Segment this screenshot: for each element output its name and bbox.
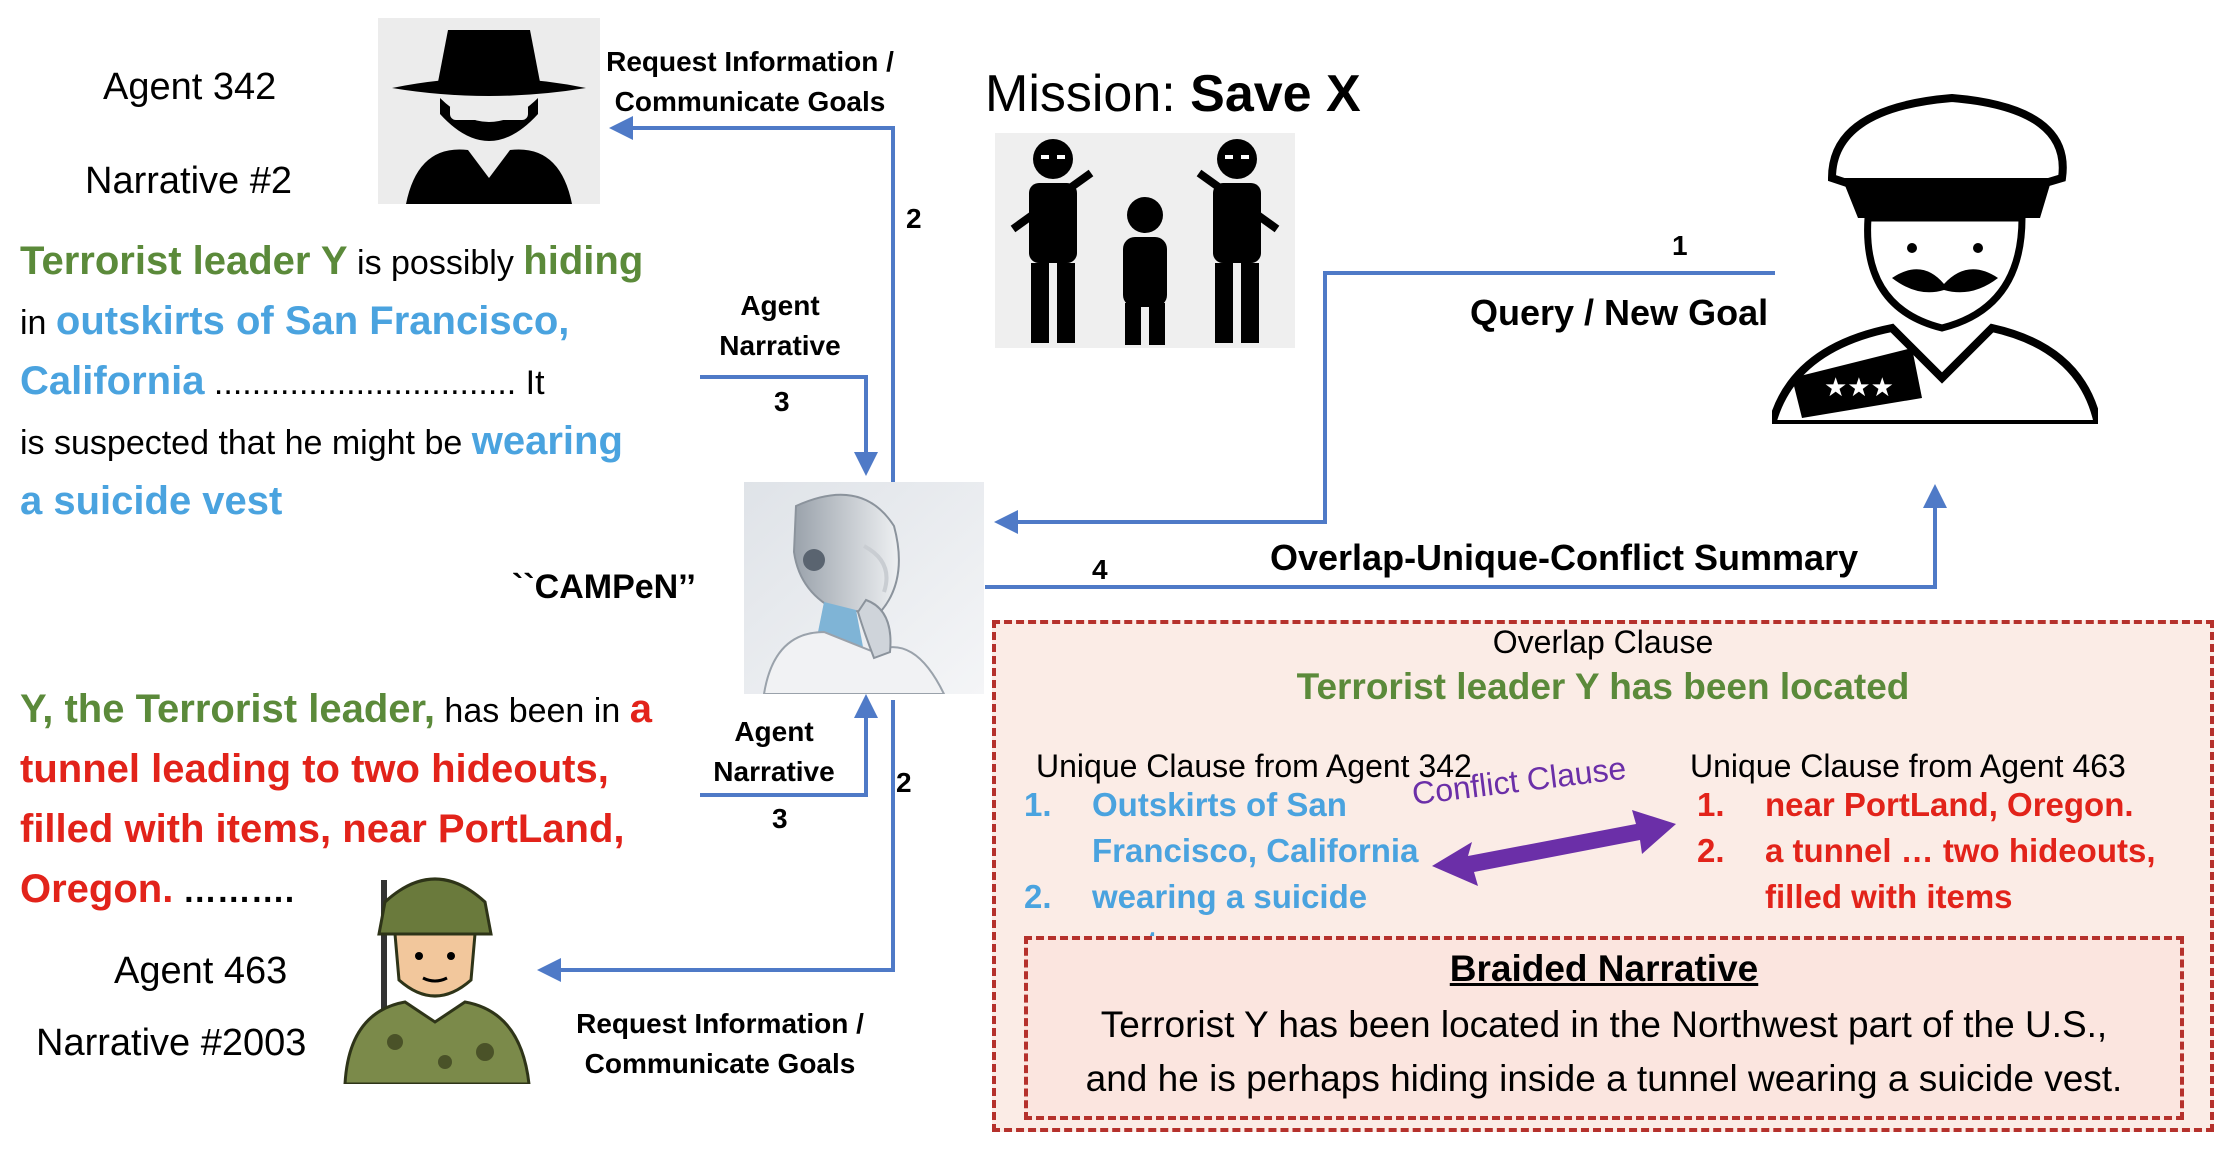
narr1-entity: Terrorist leader Y — [20, 239, 348, 283]
request-info-top-label: Request Information /Communicate Goals — [606, 46, 894, 117]
query-new-goal-label: Query / New Goal — [1470, 292, 1769, 333]
unique-342-heading: Unique Clause from Agent 342 — [1036, 748, 1472, 784]
step-4: 4 — [1092, 554, 1108, 585]
overlap-heading: Overlap Clause — [1492, 624, 1714, 660]
list-item: 2.wearing a suicide vest — [1024, 878, 1368, 961]
campen-label: ``CAMPeN’’ — [512, 568, 696, 606]
narr2-entity: Y, the Terrorist leader, — [20, 687, 435, 731]
agent-463-narrative: Y, the Terrorist leader, has been in a t… — [20, 687, 652, 911]
arrow-narrative-bottom — [700, 694, 878, 797]
list-item: 1.near PortLand, Oregon. — [1697, 786, 2134, 823]
step-2-top: 2 — [906, 203, 922, 234]
unique-463-list: 1.near PortLand, Oregon. 2.a tunnel … tw… — [1697, 782, 2177, 920]
braided-line-1: Terrorist Y has been located in the Nort… — [1100, 1004, 2108, 1045]
narr1-location: outskirts of San Francisco, — [55, 299, 570, 343]
arrow-narrative-top — [700, 375, 878, 476]
agent-342-narrative: Terrorist leader Y is possibly hiding in… — [20, 239, 644, 523]
request-info-bottom-label: Request Information /Communicate Goals — [576, 1008, 864, 1079]
narr1-vest: a suicide vest — [20, 479, 283, 523]
svg-text:★★★: ★★★ — [1824, 373, 1894, 403]
braided-line-2: and he is perhaps hiding inside a tunnel… — [1085, 1058, 2123, 1099]
step-2-bottom: 2 — [896, 767, 912, 798]
list-item: 2.a tunnel … two hideouts, filled with i… — [1697, 832, 2156, 915]
arrow-query — [994, 271, 1775, 534]
arrow-summary — [985, 484, 1947, 589]
agent-342-name: Agent 342 — [103, 66, 277, 108]
arrow-request-top — [609, 116, 895, 485]
general-icon: ★★★ — [1772, 93, 2098, 424]
mission-title: Mission: Save X — [985, 65, 1361, 123]
step-3-bottom: 3 — [772, 803, 788, 834]
conflict-double-arrow — [1432, 810, 1676, 886]
agent-342-narrative-id: Narrative #2 — [85, 160, 292, 202]
braided-narrative-box — [1024, 936, 2184, 1120]
braided-heading: Braided Narrative — [1449, 948, 1759, 989]
spy-icon — [378, 18, 600, 204]
robot-icon — [744, 482, 984, 694]
unique-463-heading: Unique Clause from Agent 463 — [1690, 748, 2126, 784]
overlap-text: Terrorist leader Y has been located — [1296, 666, 1910, 707]
list-item: 1.Outskirts of San Francisco, California — [1024, 786, 1419, 869]
soldier-icon — [343, 877, 531, 1084]
unique-342-list: 1.Outskirts of San Francisco, California… — [1024, 782, 1424, 966]
step-1: 1 — [1672, 230, 1688, 261]
hostage-mission-icon — [995, 133, 1295, 348]
arrow-request-bottom — [537, 700, 895, 982]
step-3-top: 3 — [774, 386, 790, 417]
agent-463-narrative-id: Narrative #2003 — [36, 1022, 307, 1064]
agent-463-name: Agent 463 — [114, 950, 288, 992]
summary-label: Overlap-Unique-Conflict Summary — [1270, 537, 1859, 578]
